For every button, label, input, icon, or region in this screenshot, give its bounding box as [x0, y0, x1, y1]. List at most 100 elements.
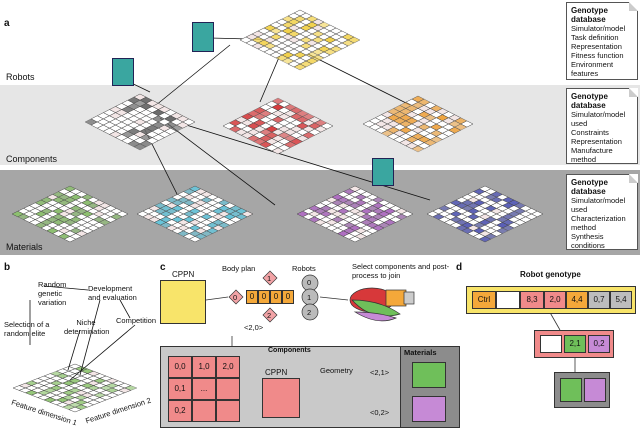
material-green: [560, 378, 582, 402]
gear-circuit-icon: [112, 58, 134, 86]
grid-cell: [411, 145, 425, 153]
robot-grid: [239, 9, 361, 71]
gene-cell: 2,0: [544, 291, 566, 309]
cppn-label: CPPN: [172, 270, 195, 279]
grid-cell: [293, 63, 307, 71]
body-cell: 0: [282, 290, 294, 304]
diamond-2: [262, 307, 278, 323]
material-grid-blue: [426, 185, 544, 243]
grid-cell: [348, 236, 362, 243]
robot-head: [385, 289, 407, 307]
panel-a-letter: a: [4, 18, 10, 29]
material-grid-green: [11, 185, 129, 243]
step-selection: Selection of a random elite: [4, 320, 50, 338]
grid-cell: [216, 400, 240, 422]
genotype-item: Simulator/model used: [571, 196, 626, 214]
genotype-item: Constraints: [571, 128, 609, 137]
genotype-item: Simulator/model: [571, 24, 626, 33]
sub-network-cell: [540, 335, 562, 353]
diamond-1: [262, 270, 278, 286]
grid-cell: 0,0: [168, 356, 192, 378]
robot-sensor: [403, 291, 415, 305]
materials-label: Materials: [6, 242, 43, 252]
diamond-label: 1: [267, 274, 272, 283]
component-genotype-database: Genotype database Simulator/model used C…: [566, 88, 638, 164]
material-grid-purple: [296, 185, 414, 243]
circle-label: 1: [307, 293, 312, 302]
green-material: [412, 362, 446, 388]
cycle-arrow: [79, 299, 101, 376]
robot-genotype-database: Genotype database Simulator/model Task d…: [566, 2, 638, 80]
step-development: Development and evaluation: [88, 284, 137, 302]
connector-line: [159, 117, 276, 206]
sub-gene-cell: 2,1: [564, 335, 586, 353]
genotype-title: Genotype database: [571, 92, 608, 110]
connector-line: [149, 44, 231, 111]
material-purple: [584, 378, 606, 402]
tag-0-2: <0,2>: [370, 408, 390, 417]
purple-material: [412, 396, 446, 422]
ctrl-cell: Ctrl: [472, 291, 496, 309]
grid-cell: 2,0: [216, 356, 240, 378]
step-niche: Niche determination: [64, 318, 110, 336]
component-grid-orange: [362, 95, 474, 153]
cycle-arrow: [119, 299, 131, 319]
robot-genotype-title: Robot genotype: [520, 270, 581, 279]
gene-cell: 4,4: [566, 291, 588, 309]
mapelites-grid: [12, 363, 138, 413]
material-grid-cyan: [136, 185, 254, 243]
components-title: Components: [268, 347, 311, 354]
geometry-label: Geometry: [320, 366, 353, 375]
genotype-item: Representation: [571, 137, 622, 146]
body-plan-label: Body plan: [222, 264, 256, 273]
robots-col-label: Robots: [292, 264, 316, 273]
genotype-title: Genotype database: [571, 178, 608, 196]
step-competition: Competition: [116, 316, 157, 325]
grid-cell: ...: [192, 378, 216, 400]
flow-arrow: [205, 296, 229, 301]
select-components-label: Select components and post-process to jo…: [352, 262, 450, 280]
body-cell: 0: [246, 290, 258, 304]
grid-cell: [216, 378, 240, 400]
network-cell: [496, 291, 520, 309]
grid-cell: [188, 236, 202, 243]
genotype-item: Simulator/model used: [571, 110, 626, 128]
component-grid-gray: [84, 93, 196, 151]
panel-d-letter: d: [456, 262, 463, 273]
cppn2-box: [262, 378, 300, 418]
genotype-item: Fitness function: [571, 51, 624, 60]
materials-title: Materials: [404, 348, 437, 357]
grid-cell: [63, 236, 77, 243]
grid-cell: [478, 236, 492, 243]
robot-limb-green: [351, 299, 401, 317]
genotype-item: Representation: [571, 42, 622, 51]
robots-label: Robots: [6, 72, 35, 82]
panel-b-letter: b: [4, 262, 11, 273]
diamond-label: 0: [233, 293, 238, 302]
genotype-item: Characterization method: [571, 214, 626, 232]
gene-cell: 8,3: [520, 291, 544, 309]
gene-cell: 5,4: [610, 291, 632, 309]
genotype-item: Synthesis conditions: [571, 232, 605, 250]
diamond-label: 2: [267, 311, 272, 320]
material-genotype-database: Genotype database Simulator/model used C…: [566, 174, 638, 250]
body-cell: 0: [270, 290, 282, 304]
genotype-item: Manufacture method: [571, 146, 613, 164]
connector-line: [259, 54, 281, 103]
grid-cell: 0,1: [168, 378, 192, 400]
circle-label: 0: [307, 278, 312, 287]
grid-cell: [68, 406, 82, 413]
cycle-arrow: [69, 324, 136, 381]
grid-cell: [192, 400, 216, 422]
controller-icon: [192, 22, 214, 52]
tag-2-1: <2,1>: [370, 368, 390, 377]
grid-cell: 1,0: [192, 356, 216, 378]
cycle-arrow: [43, 285, 89, 291]
diamond-0: [228, 289, 244, 305]
grid-cell: [133, 143, 147, 151]
robot-limb-purple: [353, 311, 397, 322]
component-grid-red: [222, 97, 334, 155]
grid-cell: [271, 147, 285, 155]
genotype-item: Task definition: [571, 33, 619, 42]
